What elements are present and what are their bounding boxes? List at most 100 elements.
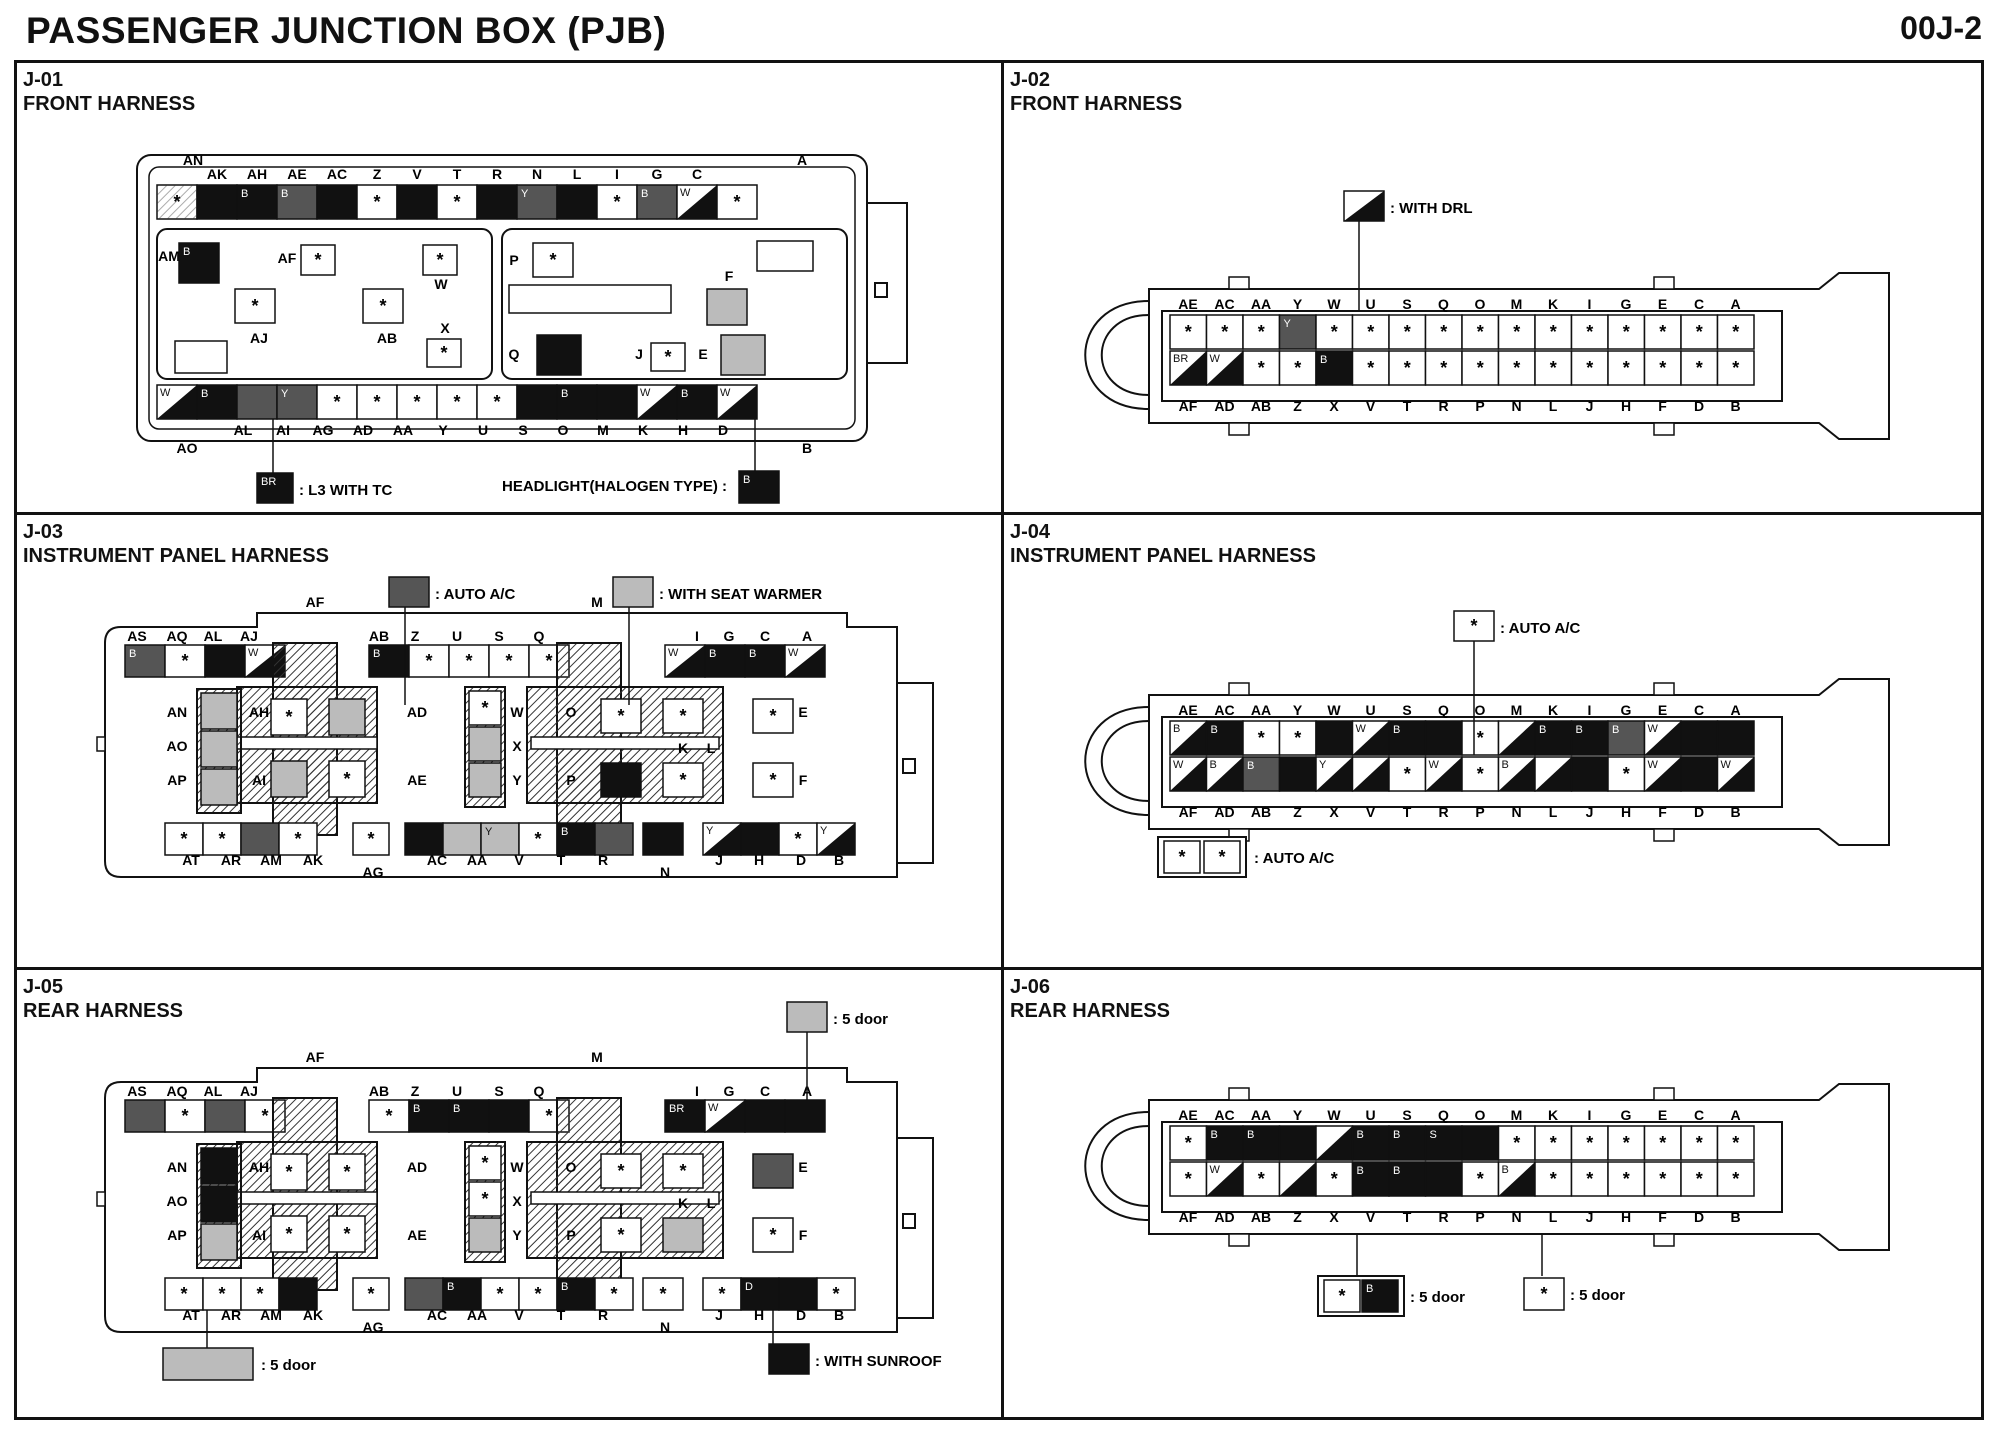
wire-color-code: B	[1576, 724, 1583, 736]
panel-id: J-04	[1010, 521, 1051, 543]
wire-color-code: B	[561, 1281, 568, 1293]
terminal-asterisk: *	[493, 392, 500, 412]
connector-lever-inner	[1100, 314, 1150, 396]
wire-color-code: B	[1502, 759, 1509, 771]
pin-label: AQ	[167, 1083, 188, 1099]
wire-color-fill	[1717, 757, 1754, 791]
terminal-cell	[396, 184, 438, 220]
terminal-cell	[468, 690, 502, 726]
pin-label: AG	[313, 422, 334, 438]
terminal-cell	[1534, 1161, 1573, 1197]
panel-j05: J-05 REAR HARNESS ASAQALAJAFABZUSQMIGCA*…	[17, 970, 1004, 1417]
terminal-asterisk: *	[1550, 1169, 1557, 1189]
pin-label: L	[707, 1195, 716, 1211]
pin-label: O	[566, 704, 577, 720]
note-text: : WITH DRL	[1390, 200, 1472, 217]
terminal-cell	[300, 244, 336, 276]
panel-id: J-06	[1010, 976, 1051, 998]
pin-label: R	[1438, 804, 1448, 820]
pin-label: AN	[167, 704, 187, 720]
terminal-asterisk: *	[385, 1106, 392, 1126]
wire-color-code: B	[1247, 760, 1254, 772]
pin-label: Y	[512, 1227, 522, 1243]
terminal-cell	[476, 384, 518, 420]
terminal-cell	[1643, 314, 1682, 350]
terminal-asterisk: *	[613, 192, 620, 212]
pin-label: AB	[377, 330, 397, 346]
terminal-asterisk: *	[343, 1162, 350, 1182]
pin-label: AF	[1179, 804, 1198, 820]
pin-label: U	[452, 1083, 462, 1099]
wire-color-code: B	[1320, 354, 1327, 366]
connector-lever	[1084, 300, 1150, 410]
terminal-cell	[200, 1147, 238, 1185]
note-text: : 5 door	[1410, 1289, 1465, 1306]
terminal-cell	[1388, 756, 1427, 792]
pin-label: Z	[411, 1083, 420, 1099]
terminal-asterisk: *	[481, 1189, 488, 1209]
terminal-asterisk: *	[1696, 1169, 1703, 1189]
terminal-cell	[662, 762, 704, 798]
panel-name: INSTRUMENT PANEL HARNESS	[23, 545, 329, 567]
cross-bar	[530, 736, 720, 750]
terminal-cell	[240, 1277, 280, 1311]
terminal-cell	[328, 760, 366, 798]
terminal-cell	[1461, 1125, 1500, 1161]
terminal-asterisk: *	[373, 392, 380, 412]
terminal-asterisk: *	[1513, 1133, 1520, 1153]
terminal-cell	[356, 184, 398, 220]
pin-label: R	[1438, 1209, 1448, 1225]
terminal-asterisk: *	[343, 769, 350, 789]
wire-color-code: B	[447, 1281, 454, 1293]
terminal-cell	[480, 822, 520, 856]
terminal-asterisk: *	[617, 1161, 624, 1181]
pin-label: K	[678, 740, 688, 756]
terminal-cell	[1570, 314, 1609, 350]
pin-label: Q	[1438, 296, 1449, 312]
terminal-cell	[124, 644, 166, 678]
page-code: 00J-2	[1900, 10, 1982, 46]
terminal-asterisk: *	[373, 192, 380, 212]
terminal-cell	[328, 1215, 366, 1253]
terminal-asterisk: *	[1550, 322, 1557, 342]
pin-label: AD	[1214, 804, 1234, 820]
terminal-cell	[636, 184, 678, 220]
terminal-cell	[352, 1277, 390, 1311]
pin-label: F	[799, 1227, 808, 1243]
terminal-asterisk: *	[1732, 1169, 1739, 1189]
pin-label: V	[514, 1307, 524, 1323]
terminal-cell	[752, 1217, 794, 1253]
pin-label: AJ	[240, 1083, 258, 1099]
pin-label: G	[652, 166, 663, 182]
wire-color-fill	[1316, 1126, 1353, 1160]
wire-color-code: B	[1211, 1129, 1218, 1141]
pin-label: M	[1511, 702, 1523, 718]
terminal-cell	[744, 644, 786, 678]
pin-label: W	[1327, 296, 1341, 312]
terminal-asterisk: *	[481, 698, 488, 718]
pin-label: W	[434, 276, 448, 292]
terminal-asterisk: *	[425, 651, 432, 671]
wire-color-fill	[1498, 757, 1535, 791]
terminal-asterisk: *	[1623, 764, 1630, 784]
wire-color-code: W	[708, 1102, 719, 1114]
pin-label: P	[566, 1227, 575, 1243]
pin-label: A	[1730, 702, 1740, 718]
latch-slot	[874, 282, 888, 298]
wire-color-code: B	[641, 188, 648, 200]
terminal-cell	[276, 384, 318, 420]
pin-label: AL	[234, 422, 253, 438]
terminal-cell	[642, 1277, 684, 1311]
terminal-cell	[488, 1099, 530, 1133]
connector-housing	[1148, 1083, 1890, 1251]
pin-label: W	[1327, 1107, 1341, 1123]
cross-bar	[236, 736, 378, 750]
connector-tab	[1228, 1233, 1250, 1247]
pin-label: C	[692, 166, 702, 182]
connector-lever	[1084, 1111, 1150, 1221]
pin-label: F	[725, 268, 734, 284]
